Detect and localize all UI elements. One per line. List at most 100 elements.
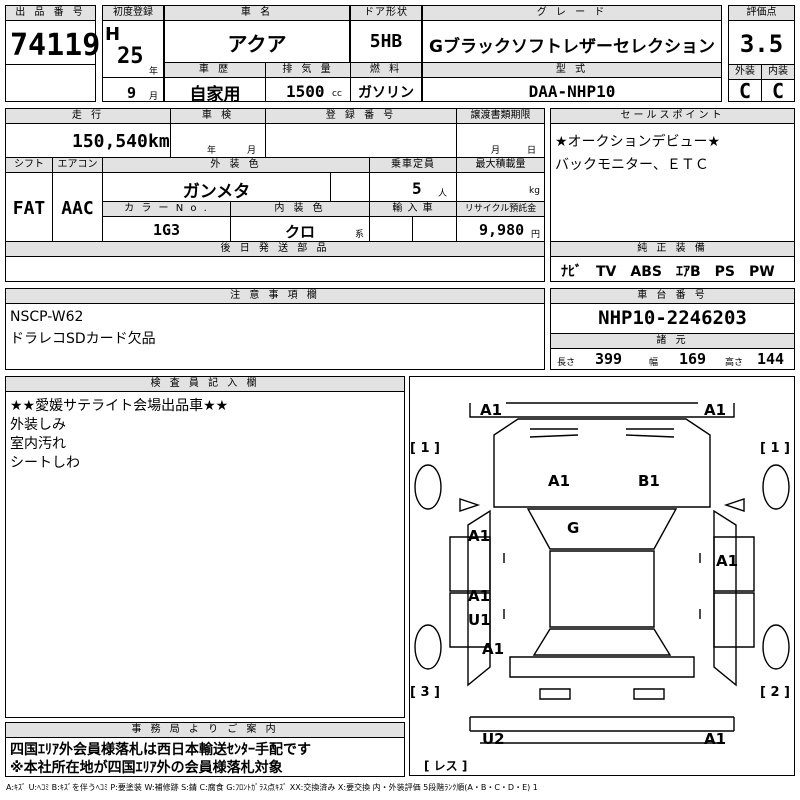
history-header: 車 歴: [165, 63, 265, 78]
aircon-header: エアコン: [53, 158, 102, 173]
shift-header: シフト: [6, 158, 52, 173]
fuel: ガソリン: [358, 85, 414, 101]
mark-right-door: A1: [716, 552, 739, 570]
exterior-score-header: 外装: [729, 65, 761, 80]
fuel-header: 燃 料: [351, 63, 421, 78]
aircon-box: エアコン AAC: [52, 157, 103, 242]
max-load-header: 最大積載量: [457, 158, 544, 173]
interior-color-header: 内 装 色: [231, 202, 369, 217]
height: 144: [757, 350, 785, 368]
displacement-header: 排 気 量: [266, 63, 350, 78]
length: 399: [595, 350, 623, 368]
corner-label-3: [ 3 ]: [410, 685, 440, 700]
office-line-2: ※本社所在地が四国ｴﾘｱ外の会員様落札対象: [10, 760, 283, 776]
exterior-score: C: [738, 79, 752, 103]
corner-label-1-right: [ 1 ]: [760, 441, 790, 456]
sales-points-box: セールスポイント ★オークションデビュー★ バックモニター、ＥＴＣ: [550, 108, 795, 242]
chassis-header: 車 台 番 号: [551, 289, 794, 304]
transfer-deadline-box: 譲渡書類期限 月 日: [456, 108, 545, 158]
shift: FAT: [12, 198, 46, 219]
genuine-equipment-header: 純 正 装 備: [551, 242, 794, 257]
later-parts-box: 後 日 発 送 部 品: [5, 241, 545, 282]
mileage-unit: km: [148, 131, 170, 152]
height-label: 高さ: [725, 358, 744, 368]
inspection-month-unit: 月: [247, 146, 257, 156]
door-type-box: ドア形状 5HB: [350, 5, 422, 63]
mileage: 150,540: [72, 131, 148, 152]
first-registration-month-unit: 月: [149, 92, 159, 102]
office-notice-box: 事 務 局 よ り ご 案 内 四国ｴﾘｱ外会員様落札は西日本輸送ｾﾝﾀｰ手配で…: [5, 722, 405, 777]
corner-label-2: [ 2 ]: [760, 685, 790, 700]
corner-label-les: [ レス ]: [424, 759, 468, 773]
capacity-box: 乗車定員 5 人: [369, 157, 457, 202]
inspector-line-2: 外装しみ: [10, 417, 66, 433]
first-registration-era: H: [105, 24, 121, 45]
transfer-deadline-header: 譲渡書類期限: [457, 109, 544, 124]
damage-diagram: A1 A1 A1 B1 G A1 A1 A1 U1 A1 U2 A1 [ 1 ]…: [409, 376, 795, 776]
registration-number-box: 登 録 番 号: [265, 108, 457, 158]
exterior-color: ガンメタ: [182, 182, 251, 202]
sales-points-header: セールスポイント: [551, 109, 794, 124]
capacity-header: 乗車定員: [370, 158, 456, 173]
import-box: 輸 入 車: [369, 201, 457, 242]
mark-rear-right: A1: [704, 730, 727, 748]
displacement: 1500: [286, 82, 325, 101]
note-2: ドラレコSDカード欠品: [10, 331, 156, 347]
mark-front-left: A1: [480, 401, 503, 419]
interior-color-unit: 系: [355, 230, 365, 240]
interior-color-box: 内 装 色 クロ 系: [230, 201, 370, 242]
mark-front-right: A1: [704, 401, 727, 419]
mark-hood-a: A1: [548, 472, 571, 490]
lot-number-header: 出 品 番 号: [6, 6, 95, 21]
color-number: 1G3: [152, 221, 181, 239]
capacity-unit: 人: [438, 189, 448, 199]
recycle-header: リサイクル預託金: [457, 202, 544, 217]
mark-hood-b: B1: [638, 472, 660, 490]
notes-box: 注 意 事 項 欄 NSCP-W62 ドラレコSDカード欠品: [5, 288, 545, 370]
transfer-day-unit: 日: [527, 146, 537, 156]
aircon: AAC: [61, 198, 94, 219]
inspector-line-4: シートしわ: [10, 455, 80, 471]
car-name: アクア: [227, 32, 287, 56]
interior-score-header: 内装: [762, 65, 794, 80]
capacity: 5: [412, 179, 422, 198]
chassis-number: NHP10-2246203: [598, 307, 747, 329]
exterior-color-header: 外 装 色: [103, 158, 369, 173]
spec-header: 諸 元: [551, 333, 794, 349]
notes-header: 注 意 事 項 欄: [6, 289, 544, 304]
first-registration-year: 25: [117, 44, 144, 69]
lot-number-box: 出 品 番 号 74119: [5, 5, 100, 102]
grade-header: グ レ ー ド: [423, 6, 721, 21]
later-parts-header: 後 日 発 送 部 品: [6, 242, 544, 257]
first-registration-year-unit: 年: [149, 67, 159, 77]
car-name-header: 車 名: [165, 6, 349, 21]
inspector-header: 検 査 員 記 入 欄: [6, 377, 404, 392]
office-line-1: 四国ｴﾘｱ外会員様落札は西日本輸送ｾﾝﾀｰ手配です: [10, 742, 311, 758]
shift-box: シフト FAT: [5, 157, 53, 242]
inspector-line-3: 室内汚れ: [10, 436, 66, 452]
registration-number-header: 登 録 番 号: [266, 109, 456, 124]
lot-number: 74119: [10, 28, 101, 63]
width: 169: [679, 350, 707, 368]
interior-color: クロ: [285, 223, 316, 241]
legend: A:ｷｽﾞ U:ﾍｺﾐ B:ｷｽﾞを伴うﾍｺﾐ P:要塗装 W:補修跡 S:錆 …: [6, 783, 538, 792]
door-type-header: ドア形状: [351, 6, 421, 21]
length-label: 長さ: [557, 358, 576, 368]
corner-label-1-left: [ 1 ]: [410, 441, 440, 456]
sales-point-2: バックモニター、ＥＴＣ: [555, 157, 709, 173]
model-box: 型 式 DAA-NHP10: [422, 62, 722, 102]
note-1: NSCP-W62: [10, 309, 84, 325]
history-box: 車 歴 自家用: [164, 62, 266, 105]
model-header: 型 式: [423, 63, 721, 78]
score-box: 評価点 3.5 外装 内装 C C: [728, 5, 795, 103]
inspection-header: 車 検: [171, 109, 265, 124]
first-registration-month: 9: [127, 84, 137, 102]
first-registration-header: 初度登録: [103, 6, 163, 21]
inspection-year-unit: 年: [207, 146, 217, 156]
door-type: 5HB: [369, 31, 403, 52]
recycle-box: リサイクル預託金 9,980 円: [456, 201, 545, 242]
history: 自家用: [189, 85, 241, 105]
interior-score: C: [771, 79, 785, 103]
grade: Gブラックソフトレザーセレクション: [429, 37, 715, 57]
mark-left-rear-fender: A1: [482, 640, 505, 658]
